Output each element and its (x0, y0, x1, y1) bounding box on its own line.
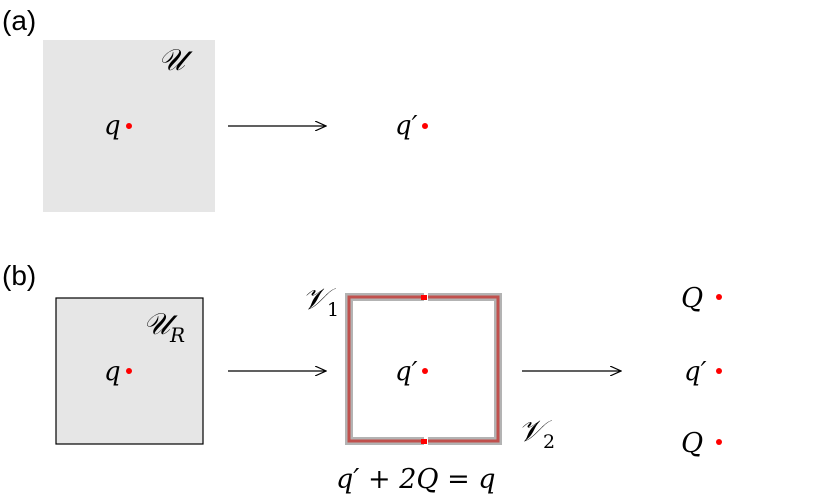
point-qprime-label-a: q′ (395, 111, 418, 141)
region-ur-subscript: R (169, 323, 185, 347)
overlap-top (421, 295, 427, 300)
point-Q-top-label: Q (681, 283, 703, 314)
point-q-label-a: q (104, 111, 121, 141)
point-Q-top (716, 294, 722, 300)
v1-label: 𝒱1 (302, 282, 339, 321)
point-qprime-right (716, 368, 722, 374)
panel-b-label: (b) (2, 260, 36, 291)
panel-a-label: (a) (2, 5, 36, 36)
point-qprime-right-label: q′ (684, 357, 707, 387)
equation-label: q′ + 2Q = q (336, 464, 496, 495)
region-v2 (428, 293, 502, 445)
point-q-a (126, 123, 132, 129)
point-qprime-a (422, 123, 428, 129)
v1-subscript: 1 (327, 299, 339, 321)
point-q-b (126, 368, 132, 374)
point-Q-bottom-label: Q (681, 428, 703, 459)
v2-label: 𝒱2 (518, 414, 555, 453)
overlap-bottom (421, 439, 427, 444)
region-v1 (345, 293, 424, 445)
point-qprime-b (422, 368, 428, 374)
point-qprime-label-b: q′ (395, 357, 418, 387)
point-Q-bottom (716, 439, 722, 445)
point-q-label-b: q (104, 357, 121, 387)
v2-subscript: 2 (543, 431, 555, 453)
